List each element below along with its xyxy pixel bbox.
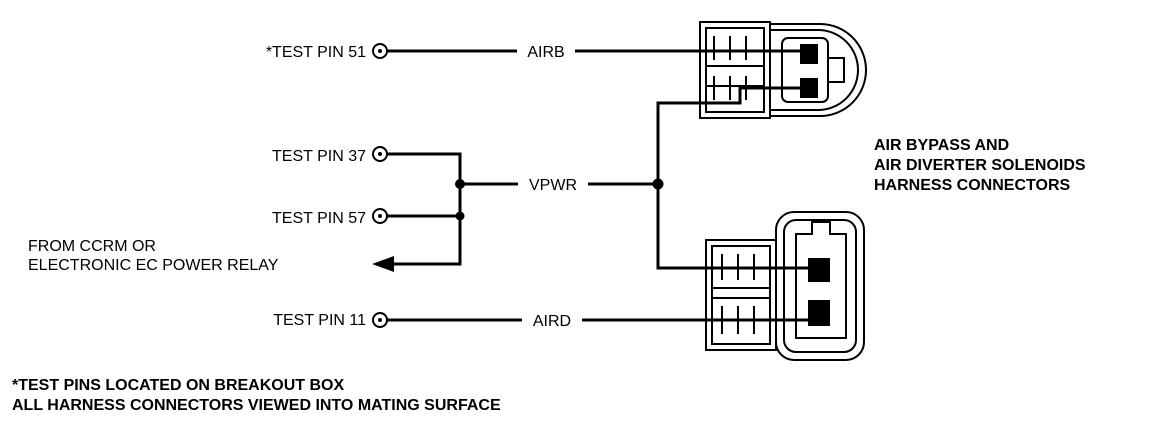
- connector-title-line3: HARNESS CONNECTORS: [874, 177, 1071, 194]
- footnote-line2: ALL HARNESS CONNECTORS VIEWED INTO MATIN…: [12, 397, 501, 414]
- test-pin-57-terminal-icon: [372, 208, 388, 224]
- vpwr-wire-label: VPWR: [529, 177, 577, 194]
- test-pin-51-label: *TEST PIN 51: [266, 44, 366, 61]
- vpwr-riser-wire: [656, 101, 712, 270]
- test-pin-37-terminal-icon: [372, 146, 388, 162]
- aird-wire-label: AIRD: [533, 313, 571, 330]
- test-pin-11-terminal-icon: [372, 312, 388, 328]
- splice-dot: [455, 211, 465, 221]
- source-arrow-icon: [372, 256, 394, 272]
- test-pin-57-label: TEST PIN 57: [272, 210, 366, 227]
- airb-wire-label: AIRB: [527, 44, 564, 61]
- connector-title-line2: AIR DIVERTER SOLENOIDS: [874, 157, 1086, 174]
- test-pin-11-label: TEST PIN 11: [273, 312, 366, 329]
- connector-title-line1: AIR BYPASS AND: [874, 137, 1009, 154]
- test-pin-51-terminal-icon: [372, 43, 388, 59]
- pin-37-wire: [387, 152, 462, 184]
- air-diverter-connector: [705, 211, 865, 361]
- footnote-line1: *TEST PINS LOCATED ON BREAKOUT BOX: [12, 377, 344, 394]
- source-label-line1: FROM CCRM OR: [28, 238, 156, 255]
- power-bus-wire: [392, 184, 462, 266]
- source-label-line2: ELECTRONIC EC POWER RELAY: [28, 257, 279, 274]
- test-pin-37-label: TEST PIN 37: [272, 148, 366, 165]
- air-bypass-connector: [699, 21, 867, 119]
- splice-dot: [652, 178, 664, 190]
